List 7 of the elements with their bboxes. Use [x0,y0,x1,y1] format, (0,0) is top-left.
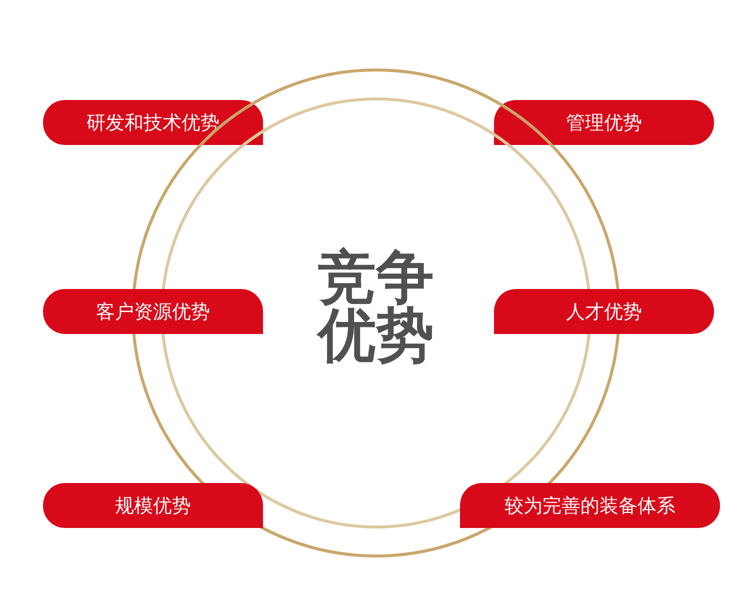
label-tab: 客户资源优势 [43,289,263,334]
label-tab: 人才优势 [494,289,714,334]
label-tab: 研发和技术优势 [43,100,263,145]
label-tab: 较为完善的装备体系 [460,483,720,528]
center-heading: 竞争优势 [316,248,435,364]
label-tab: 规模优势 [43,483,263,528]
label-tab: 管理优势 [494,100,714,145]
